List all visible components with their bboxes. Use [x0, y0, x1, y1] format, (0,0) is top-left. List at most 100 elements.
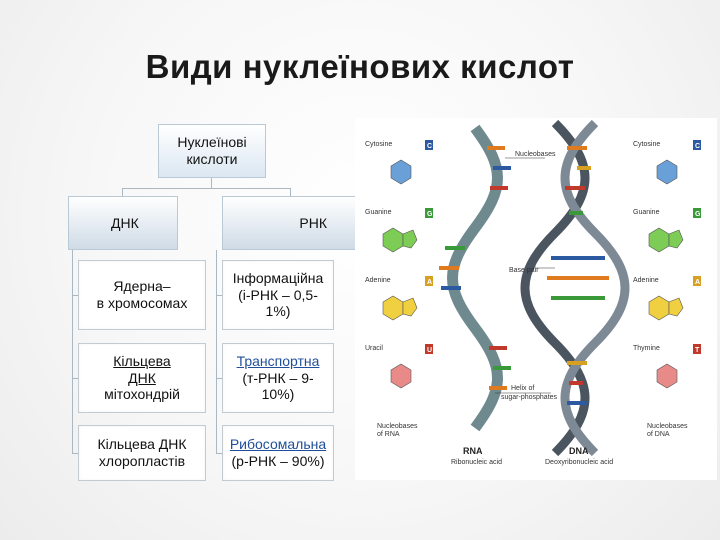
rna-backbone: [447, 124, 503, 432]
adenine-molecule-icon: Adenine A: [365, 276, 433, 321]
rna-base-badge-u: [425, 344, 433, 354]
rna-item-mrna-line-1: Інформаційна: [232, 269, 324, 286]
adenine-ring2-icon: [402, 297, 418, 317]
dna-subtitle: Deoxyribonucleic acid: [545, 459, 613, 466]
root-line-2: кислоти: [186, 151, 238, 167]
root-line-1: Нуклеїнові: [177, 134, 247, 151]
dna-guanine-molecule-icon: Guanine G: [633, 208, 701, 253]
dna-strand-2: [560, 119, 630, 457]
backbone-label-line-1: Helix of: [511, 385, 534, 392]
base-pair-label: Base pair: [509, 267, 539, 274]
dna-cytosine-molecule-icon: Cytosine C: [633, 140, 701, 185]
rna-base-label-cytosine: Cytosine: [365, 141, 392, 148]
dna-guanine-ring2-icon: [668, 229, 684, 249]
connector-dna-leaf-2: [72, 378, 78, 379]
rna-caption-line-2: of RNA: [377, 431, 400, 438]
connector-dna-leaf-1: [72, 295, 78, 296]
dna-item-chloro-line-1: Кільцева ДНК: [97, 436, 187, 453]
rna-base-label-adenine: Adenine: [365, 277, 391, 284]
dna-title: DNA: [569, 446, 589, 456]
thymine-ring-icon: [656, 363, 678, 389]
rna-item-rrna-line-2: (р-РНК – 90%): [231, 453, 325, 469]
rna-base-badge-g: [425, 208, 433, 218]
connector-rna-vertical: [216, 250, 217, 454]
connector-rna: [290, 188, 291, 196]
rna-bases-column: Cytosine C Guanine G Adenine A Uracil U …: [365, 140, 433, 438]
rna-title: RNA: [463, 446, 483, 456]
dna-item-mito-line-3: мітохондрій: [104, 386, 180, 403]
rna-item-messenger: Інформаційна(і-РНК – 0,5-1%): [222, 260, 334, 330]
rna-item-mrna-line-2: (і-РНК – 0,5-: [238, 286, 318, 303]
rna-node: РНК: [222, 196, 356, 250]
rna-base-label-uracil: Uracil: [365, 345, 383, 352]
uracil-molecule-icon: Uracil U: [365, 344, 433, 389]
rna-base-badge-c: [425, 140, 433, 150]
dna-base-label-guanine: Guanine: [633, 209, 660, 216]
dna-item-mito-line-2: ДНК: [128, 369, 156, 386]
connector-rna-leaf-1: [216, 295, 222, 296]
dna-base-badge-a: [693, 276, 701, 286]
connector-dna-vertical: [72, 250, 73, 454]
dna-adenine-ring2-icon: [668, 297, 684, 317]
dna-base-label-thymine: Thymine: [633, 345, 660, 352]
rna-item-trna-line-3: 10%): [261, 386, 295, 403]
connector-dna-leaf-3: [72, 453, 78, 454]
rna-item-transfer[interactable]: Транспортна(т-РНК – 9-10%): [222, 343, 334, 413]
rna-label: РНК: [299, 214, 327, 231]
dna-label: ДНК: [111, 214, 139, 231]
connector-dna: [122, 188, 123, 196]
rna-item-mrna-line-3: 1%): [265, 303, 291, 320]
rna-base-badge-a: [425, 276, 433, 286]
dna-base-label-cytosine: Cytosine: [633, 141, 660, 148]
connector-root-down: [211, 178, 212, 188]
rna-base-label-guanine: Guanine: [365, 209, 392, 216]
dna-item-nuclear: Ядерна–в хромосомах: [78, 260, 206, 330]
rna-base-letter-g: G: [427, 211, 433, 218]
dna-base-letter-c: C: [695, 143, 700, 150]
guanine-ring2-icon: [402, 229, 418, 249]
rna-item-trna-link[interactable]: Транспортна: [236, 352, 320, 369]
uracil-ring-icon: [390, 363, 412, 389]
dna-base-badge-g: [693, 208, 701, 218]
dna-base-letter-a: A: [695, 279, 700, 286]
dna-adenine-molecule-icon: Adenine A: [633, 276, 701, 321]
dna-bases-column: Cytosine C Guanine G Adenine A Thymine T…: [633, 140, 701, 438]
rna-dna-illustration: Cytosine C Guanine G Adenine A Uracil U …: [355, 118, 717, 480]
dna-item-chloro-line-2: хлоропластів: [98, 453, 186, 469]
rna-strand: RNA Ribonucleic acid: [439, 124, 511, 466]
dna-double-helix: DNA Deoxyribonucleic acid: [520, 119, 630, 466]
rna-base-letter-u: U: [427, 347, 432, 354]
rna-base-letter-c: C: [427, 143, 432, 150]
connector-horizontal: [122, 188, 290, 189]
dna-base-label-adenine: Adenine: [633, 277, 659, 284]
cytosine-ring-icon: [390, 159, 412, 185]
dna-item-nuclear-line-2: в хромосомах: [96, 295, 188, 311]
dna-base-badge-c: [693, 140, 701, 150]
rna-base-letter-a: A: [427, 279, 432, 286]
rna-item-trna-line-2: (т-РНК – 9-: [242, 369, 314, 386]
rna-caption-line-1: Nucleobases: [377, 423, 418, 430]
dna-caption-line-1: Nucleobases: [647, 423, 688, 430]
slide-title: Види нуклеїнових кислот: [145, 48, 575, 85]
rna-item-ribosomal[interactable]: Рибосомальна(р-РНК – 90%): [222, 425, 334, 481]
dna-item-mito-line-1: Кільцева: [113, 352, 171, 369]
rna-subtitle: Ribonucleic acid: [451, 459, 502, 466]
cytosine-molecule-icon: Cytosine C: [365, 140, 433, 185]
dna-base-letter-t: T: [695, 347, 700, 354]
dna-caption-line-2: of DNA: [647, 431, 670, 438]
nucleobases-label: Nucleobases: [515, 151, 556, 158]
dna-node: ДНК: [68, 196, 178, 250]
dna-strand-1: [520, 119, 590, 457]
connector-rna-leaf-2: [216, 378, 222, 379]
backbone-label-line-2: sugar-phosphates: [501, 394, 558, 401]
rna-item-rrna-link[interactable]: Рибосомальна: [229, 436, 327, 453]
connector-rna-leaf-3: [216, 453, 222, 454]
thymine-molecule-icon: Thymine T: [633, 344, 701, 389]
dna-cytosine-ring-icon: [656, 159, 678, 185]
dna-base-badge-t: [693, 344, 701, 354]
dna-base-letter-g: G: [695, 211, 701, 218]
dna-item-nuclear-line-1: Ядерна–: [113, 278, 171, 295]
